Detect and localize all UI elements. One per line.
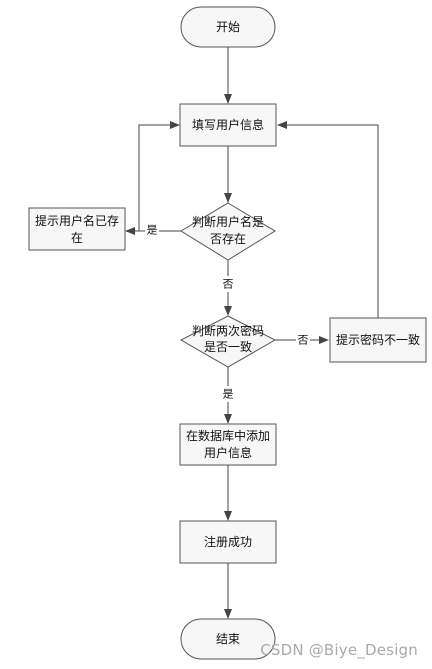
edge-label-bg-match-no	[296, 332, 310, 348]
add-to-db-label-line1: 在数据库中添加	[186, 428, 270, 443]
check-username-exists-decision	[180, 202, 276, 261]
edge-username-exists-back-to-fill	[138, 121, 180, 231]
edge-label-bg-match-yes	[221, 386, 235, 402]
add-to-db-node	[179, 423, 277, 466]
end-node	[180, 618, 276, 660]
password-mismatch-node	[329, 317, 427, 363]
add-to-db-label-line2: 用户信息	[204, 445, 252, 460]
register-success-label: 注册成功	[204, 534, 252, 549]
edge-label-exists-yes: 是	[147, 224, 158, 237]
check-exists-label-line1: 判断用户名是	[192, 214, 264, 229]
start-node	[180, 6, 276, 48]
register-success-node	[179, 520, 277, 564]
edge-label-match-yes: 是	[223, 388, 234, 401]
edge-mismatch-back-to-fill	[277, 121, 379, 318]
password-mismatch-label: 提示密码不一致	[336, 332, 420, 347]
username-exists-label-line1: 提示用户名已存	[35, 213, 119, 228]
watermark-text: CSDN @Biye_Design	[260, 641, 418, 659]
start-label: 开始	[216, 20, 240, 34]
end-label: 结束	[216, 632, 240, 646]
fill-info-label: 填写用户信息	[192, 117, 264, 132]
check-exists-label-line2: 否存在	[210, 232, 246, 246]
check-passwords-label-line2: 是否一致	[204, 340, 252, 354]
username-exists-label-line2: 在	[71, 231, 83, 245]
fill-info-node	[179, 103, 277, 147]
check-passwords-decision	[179, 315, 277, 368]
check-passwords-label-line1: 判断两次密码	[192, 323, 264, 338]
edge-label-match-no: 否	[298, 334, 309, 347]
edge-label-exists-no: 否	[223, 278, 234, 291]
edge-label-bg-exists-yes	[145, 222, 159, 238]
username-exists-node	[28, 207, 126, 251]
edge-label-bg-exists-no	[221, 276, 235, 292]
